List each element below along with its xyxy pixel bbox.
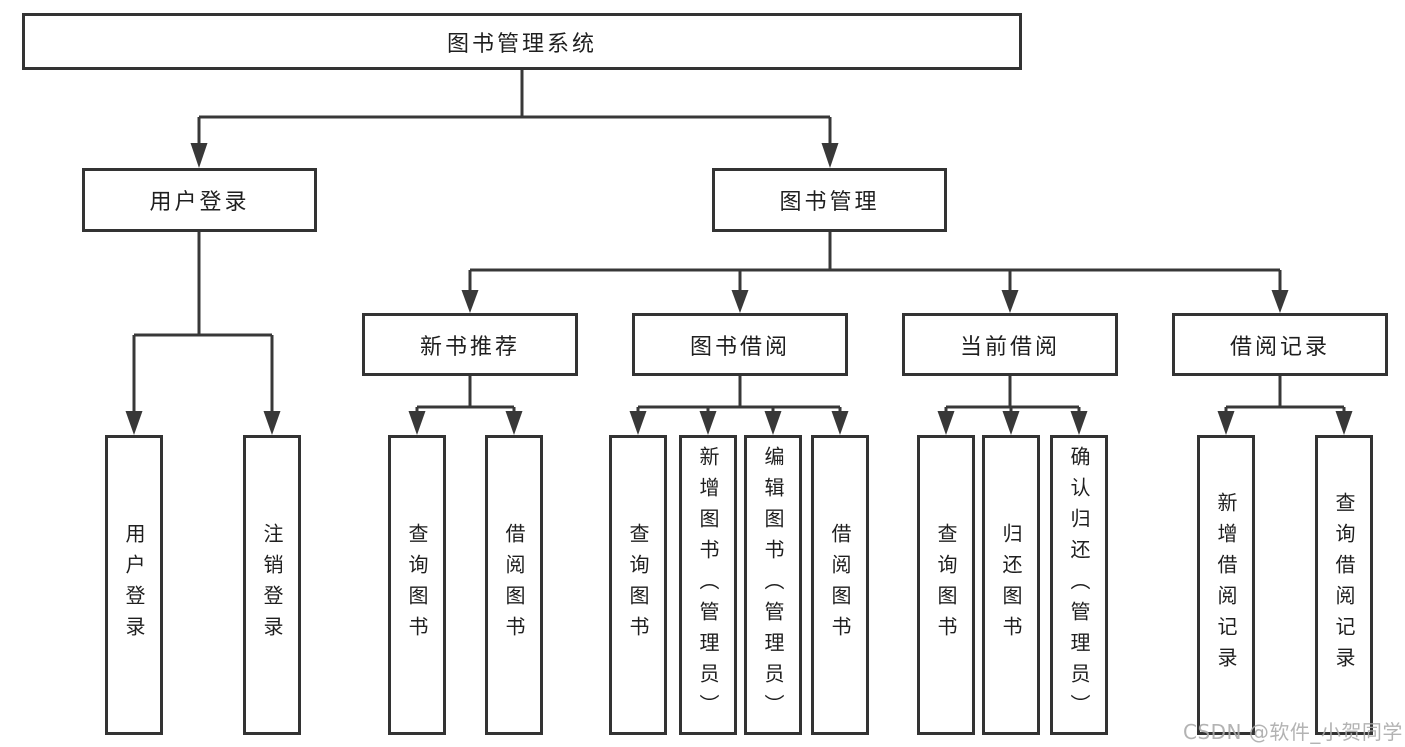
arrow-down-icon (505, 411, 523, 435)
arrow-down-icon (1335, 411, 1353, 435)
connector-newbook-to-leaves (415, 376, 516, 413)
arrow-down-icon (937, 411, 955, 435)
leaf-logout: 注销登录 (243, 435, 301, 735)
connector-strokes (132, 70, 1346, 413)
node-book-management: 图书管理 (712, 168, 947, 232)
connector-current-to-leaves (944, 376, 1081, 413)
arrow-down-icon (1217, 411, 1235, 435)
leaf-query-borrow-record: 查询借阅记录 (1315, 435, 1373, 735)
arrow-down-icon (263, 411, 281, 435)
arrow-down-icon (1271, 290, 1289, 313)
leaf-query-books-borrowing: 查询图书 (609, 435, 667, 735)
node-current-borrowing: 当前借阅 (902, 313, 1118, 376)
connector-bookmgmt-to-level3 (468, 232, 1282, 291)
leaf-confirm-return-admin: 确认归还（管理员） (1050, 435, 1108, 735)
arrow-down-icon (125, 411, 143, 435)
leaf-add-borrow-record: 新增借阅记录 (1197, 435, 1255, 735)
node-borrow-records: 借阅记录 (1172, 313, 1388, 376)
arrow-down-icon (821, 143, 839, 168)
arrow-down-icon (731, 290, 749, 313)
arrow-down-icon (408, 411, 426, 435)
arrow-down-icon (831, 411, 849, 435)
leaf-query-books-recommend: 查询图书 (388, 435, 446, 735)
node-user-login: 用户登录 (82, 168, 317, 232)
node-library-management-system: 图书管理系统 (22, 13, 1022, 70)
arrow-down-icon (699, 411, 717, 435)
connector-root-to-level2 (197, 70, 832, 144)
node-book-borrowing: 图书借阅 (632, 313, 848, 376)
arrow-down-icon (764, 411, 782, 435)
arrow-down-icon (1001, 290, 1019, 313)
leaf-borrow-books-recommend: 借阅图书 (485, 435, 543, 735)
leaf-borrow-books-borrowing: 借阅图书 (811, 435, 869, 735)
csdn-watermark: CSDN @软件_小贺同学 (1183, 720, 1403, 744)
leaf-edit-books-admin: 编辑图书（管理员） (744, 435, 802, 735)
arrow-down-icon (190, 143, 208, 168)
connector-userlogin-to-leaves (132, 232, 274, 412)
arrow-down-icon (629, 411, 647, 435)
arrow-down-icon (1070, 411, 1088, 435)
arrowheads (125, 143, 1353, 435)
node-new-book-recommendation: 新书推荐 (362, 313, 578, 376)
connector-borrowing-to-leaves (636, 376, 842, 413)
leaf-return-books: 归还图书 (982, 435, 1040, 735)
connector-records-to-leaves (1224, 376, 1346, 413)
leaf-user-login: 用户登录 (105, 435, 163, 735)
leaf-query-books-current: 查询图书 (917, 435, 975, 735)
arrow-down-icon (1002, 411, 1020, 435)
arrow-down-icon (461, 290, 479, 313)
leaf-add-books-admin: 新增图书（管理员） (679, 435, 737, 735)
